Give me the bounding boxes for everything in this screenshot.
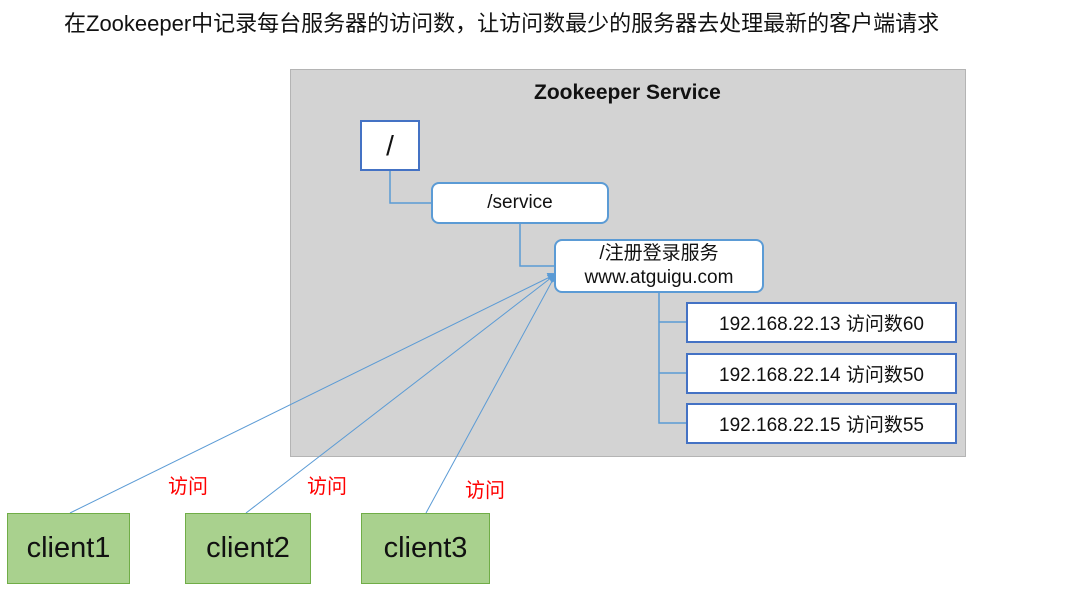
service-znode: /service [431,182,609,224]
visit-label: 访问 [168,476,208,498]
client-node: client2 [185,513,311,584]
register-service-domain: www.atguigu.com [584,267,734,288]
visit-label: 访问 [465,480,505,502]
client-node: client3 [361,513,490,584]
root-znode: / [360,120,420,171]
zookeeper-service-title: Zookeeper Service [534,81,721,104]
register-service-name: /注册登录服务 [599,243,719,264]
diagram-title: 在Zookeeper中记录每台服务器的访问数，让访问数最少的服务器去处理最新的客… [64,11,940,36]
client1-visit-arrow [69,273,558,514]
visit-label: 访问 [307,476,347,498]
client-node: client1 [7,513,130,584]
client2-visit-arrow [245,272,558,514]
register-to-servers-connector [658,293,686,424]
root-to-service-connector [389,171,431,204]
server-node: 192.168.22.13 访问数60 [686,302,957,343]
client3-visit-arrow [425,272,557,514]
service-to-register-connector [519,224,554,267]
register-login-service-znode: /注册登录服务 www.atguigu.com [554,239,764,293]
server-node: 192.168.22.14 访问数50 [686,353,957,394]
server-node: 192.168.22.15 访问数55 [686,403,957,444]
